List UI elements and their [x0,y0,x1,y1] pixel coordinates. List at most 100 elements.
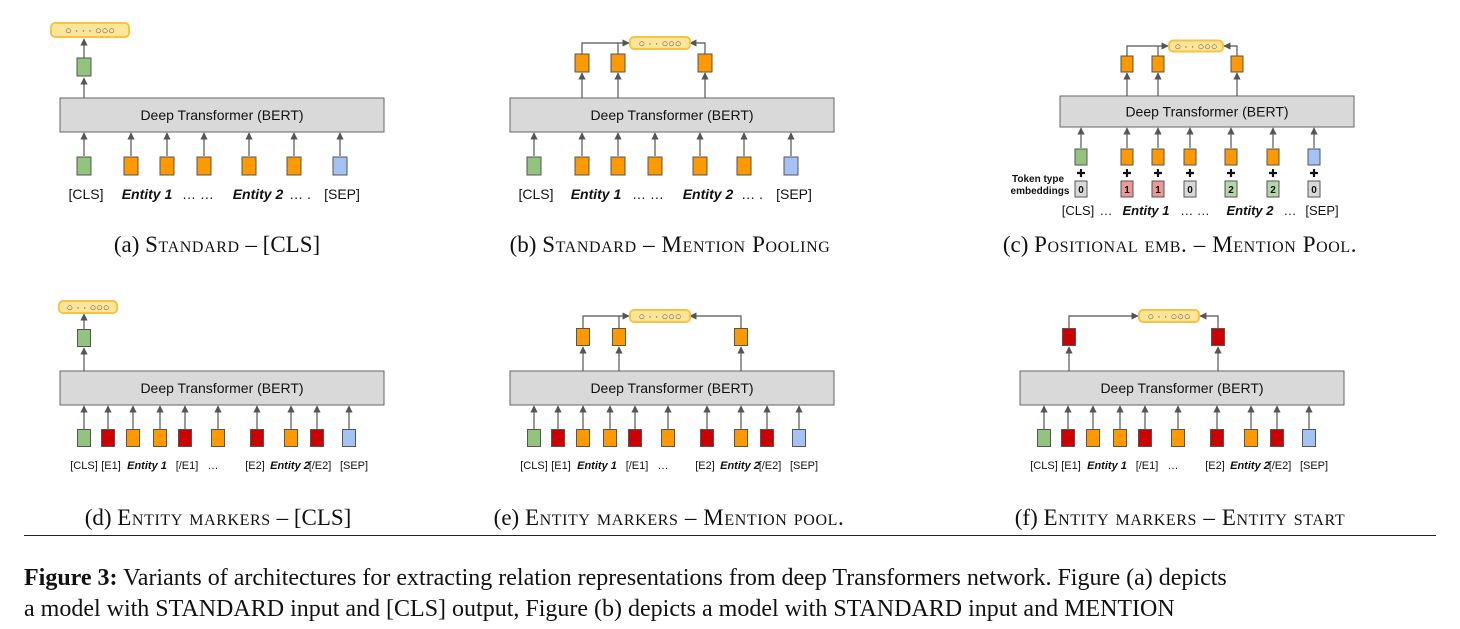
token-type-value-3: 0 [1187,185,1193,196]
input-token-4 [241,156,257,176]
output-dots: ○ · · ○○○ [638,38,681,50]
input-token-5 [661,429,675,447]
token-label-8: [SEP] [790,460,818,472]
token-label-5: [E2] [1205,460,1225,472]
panel-e: Deep Transformer (BERT)[CLS][E1]Entity 1… [509,309,835,472]
token-label-3: [/E1] [1136,460,1159,472]
pooled-entity-0 [1120,55,1134,73]
input-token-4 [1224,148,1238,166]
transformer-label: Deep Transformer (BERT) [140,380,303,396]
caption-e: (e) Entity markers – Mention pool. [493,505,845,530]
input-token-1 [1061,429,1075,447]
token-label-1: Entity 1 [122,186,173,202]
token-type-value-0: 0 [1078,185,1084,196]
token-type-box-1 [1120,180,1134,198]
output-dots: ○ · · ○○○ [638,311,681,323]
pooled-entity-1 [610,53,626,73]
input-token-8 [310,429,324,447]
token-label-4: … . [741,186,763,202]
transformer-label: Deep Transformer (BERT) [1125,104,1288,120]
start-line-left [1068,312,1139,328]
token-label-0: [CLS] [68,186,103,202]
panel-a: Deep Transformer (BERT)[CLS]Entity 1… …E… [50,22,385,202]
token-label-7: [/E2] [309,460,332,472]
input-token-3 [603,429,617,447]
token-label-0: [CLS] [70,460,98,472]
input-token-1 [123,156,139,176]
input-token-8 [760,429,774,447]
input-token-4 [178,429,192,447]
token-label-4: … [208,460,219,472]
input-token-9 [792,429,806,447]
input-token-2 [126,429,140,447]
input-token-1 [574,156,590,176]
pooled-entity-2 [697,53,713,73]
token-label-2: Entity 1 [1123,203,1170,218]
token-label-2: Entity 1 [127,460,167,472]
token-label-0: [CLS] [520,460,548,472]
panel-b: Deep Transformer (BERT)[CLS]Entity 1… …E… [509,36,835,202]
input-token-9 [342,429,356,447]
input-token-6 [1307,148,1321,166]
figure-label: Figure 3: [24,565,118,591]
token-type-value-4: 2 [1228,185,1234,196]
input-token-2 [1151,148,1165,166]
token-type-label-1: Token type [1012,174,1064,185]
token-type-box-6 [1307,180,1321,198]
token-type-box-4 [1224,180,1238,198]
output-dots: ○ · · ○○○ [1174,41,1217,53]
output-representation [1138,309,1200,323]
pool-line-right [1223,42,1238,56]
token-label-2: Entity 1 [1087,460,1127,472]
input-token-3 [153,429,167,447]
plus-icon: ✚ [1076,168,1085,180]
token-type-box-2 [1151,180,1165,198]
input-token-1 [1120,148,1134,166]
plus-icon: ✚ [1185,168,1194,180]
token-label-0: [CLS] [1062,203,1095,218]
token-label-4: … . [289,186,311,202]
token-label-8: [SEP] [340,460,368,472]
token-type-label-2: embeddings [1011,186,1070,197]
input-token-3 [1113,429,1127,447]
transformer-label: Deep Transformer (BERT) [590,380,753,396]
caption-c: (c) Positional emb. – Mention Pool. [1002,232,1358,257]
input-token-0 [1074,148,1088,166]
token-label-6: Entity 2 [1230,460,1270,472]
pool-line-right [689,312,742,328]
figure-caption: Figure 3: Variants of architectures for … [24,563,1436,625]
figure-caption-line-2: a model with STANDARD input and [CLS] ou… [24,596,1175,622]
caption-f: (f) Entity markers – Entity start [1014,505,1346,530]
input-token-6 [250,429,264,447]
token-type-value-6: 0 [1311,185,1317,196]
token-label-5: [E2] [245,460,265,472]
plus-icon: ✚ [1153,168,1162,180]
token-label-4: Entity 2 [1227,203,1275,218]
transformer-block [509,370,835,406]
caption-a: (a) Standard – [CLS] [113,232,321,257]
transformer-block [509,97,835,133]
input-token-3 [647,156,663,176]
token-label-5: [E2] [695,460,715,472]
token-type-box-5 [1266,180,1280,198]
panel-c: Deep Transformer (BERT)✚0✚1✚1✚0✚2✚2✚0Tok… [1011,39,1355,218]
output-dots: ○ · · · ○○○ [65,25,115,37]
input-token-6 [332,156,348,176]
input-token-6 [783,156,799,176]
token-label-5: [SEP] [324,186,360,202]
transformer-label: Deep Transformer (BERT) [590,107,753,123]
input-token-0 [526,156,542,176]
transformer-block [59,97,385,133]
output-representation [58,300,118,314]
input-token-0 [77,429,91,447]
input-token-5 [736,156,752,176]
token-type-box-3 [1183,180,1197,198]
token-label-0: [CLS] [1030,460,1058,472]
input-token-7 [284,429,298,447]
input-token-2 [576,429,590,447]
token-label-2: … … [632,186,664,202]
input-token-9 [1302,429,1316,447]
input-token-1 [101,429,115,447]
token-label-3: [/E1] [626,460,649,472]
